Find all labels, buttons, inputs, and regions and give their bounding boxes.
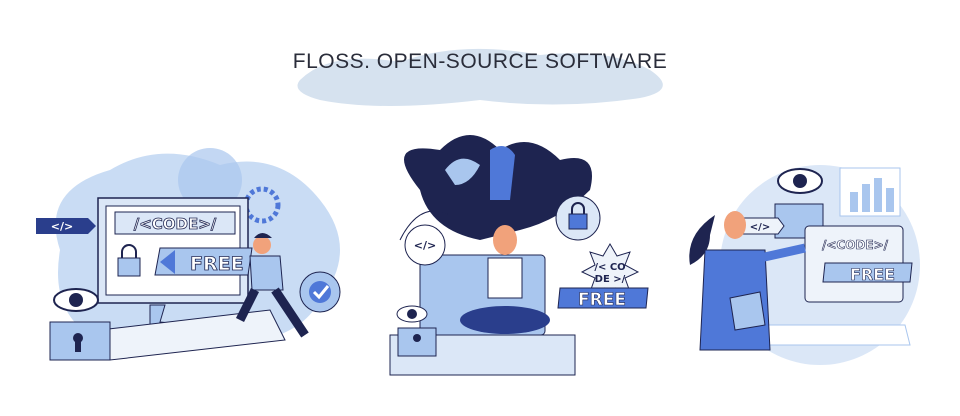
scene-meditation: </> /< CO DE >/ FREE: [389, 135, 649, 376]
woman-figure: [460, 225, 550, 334]
gear-check-icon: [299, 271, 341, 313]
svg-text:</>: </>: [414, 239, 436, 252]
tag-label: </>: [750, 222, 770, 233]
code-bubble: </>: [404, 224, 446, 266]
code-label: /<CODE>/: [134, 215, 217, 233]
scene-woman-at-computer: </> /<CODE>/ FREE: [689, 165, 920, 365]
free-label: FREE: [190, 253, 244, 275]
free-label: FREE: [578, 290, 626, 310]
code-label: /<CODE>/: [822, 238, 889, 252]
keyhole-box-icon: [49, 321, 111, 361]
eye-icon: [777, 168, 823, 194]
book-icon: [729, 291, 766, 331]
keyhole-box-icon: [397, 327, 437, 357]
eye-icon: [396, 305, 428, 323]
title-cloud: [297, 48, 663, 106]
eye-icon: [53, 288, 99, 312]
scene-computer-developer: /<CODE>/ FREE </>: [36, 148, 341, 361]
page-title: FLOSS. OPEN-SOURCE SOFTWARE: [292, 50, 668, 73]
developer-figure: [235, 233, 309, 338]
lock-icon: [555, 195, 601, 241]
lock-icon: [117, 244, 141, 277]
svg-text:DE >/: DE >/: [595, 274, 626, 285]
tag-label: </>: [51, 220, 73, 233]
tag-badge: [36, 218, 96, 234]
svg-text:/< CO: /< CO: [594, 262, 625, 273]
free-label: FREE: [850, 265, 895, 284]
